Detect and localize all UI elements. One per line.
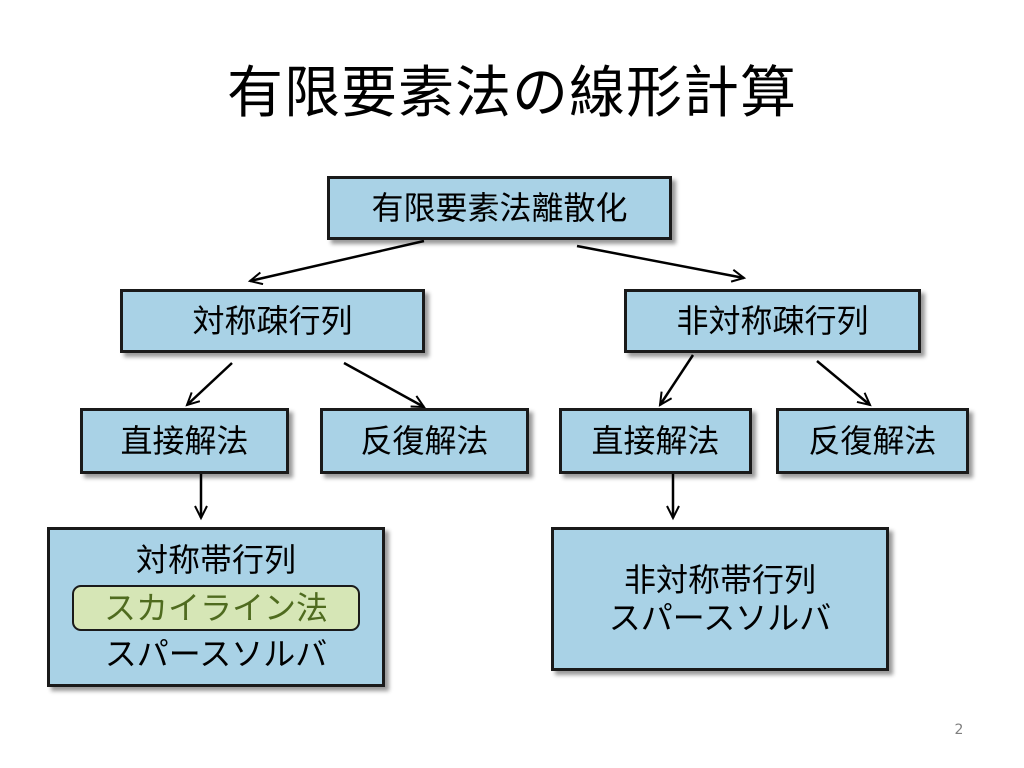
symmetric-band-matrix-label: 対称帯行列 xyxy=(135,540,296,579)
skyline-method-label: スカイライン法 xyxy=(72,585,360,631)
node-nonsymmetric-direct-method-label: 直接解法 xyxy=(591,421,720,460)
arrow-root-to-nonsymmetric xyxy=(576,244,747,283)
arrow-root-to-symmetric xyxy=(247,239,425,286)
node-symmetric-iterative-method: 反復解法 xyxy=(320,408,529,474)
arrow-nonsymmetric-to-iterative xyxy=(816,360,872,407)
node-nonsymmetric-sparse-matrix-label: 非対称疎行列 xyxy=(676,301,869,340)
arrow-symmetric-to-iterative xyxy=(343,361,426,409)
node-nonsymmetric-band-matrix: 非対称帯行列 スパースソルバ xyxy=(551,527,889,671)
nonsymmetric-band-matrix-label: 非対称帯行列 xyxy=(623,560,816,599)
node-nonsymmetric-direct-method: 直接解法 xyxy=(559,408,752,474)
node-fem-discretization-label: 有限要素法離散化 xyxy=(371,188,628,227)
symmetric-sparse-solver-label: スパースソルバ xyxy=(104,635,328,673)
node-nonsymmetric-iterative-method: 反復解法 xyxy=(776,408,969,474)
node-symmetric-band-matrix: 対称帯行列 スカイライン法 スパースソルバ xyxy=(47,527,385,687)
node-nonsymmetric-sparse-matrix: 非対称疎行列 xyxy=(624,289,921,353)
node-symmetric-direct-method-label: 直接解法 xyxy=(120,421,249,460)
arrow-nonsymmetric-to-direct xyxy=(658,354,695,407)
slide-title: 有限要素法の線形計算 xyxy=(227,61,797,126)
node-fem-discretization: 有限要素法離散化 xyxy=(327,176,672,240)
nonsymmetric-sparse-solver-label: スパースソルバ xyxy=(608,599,832,637)
node-symmetric-direct-method: 直接解法 xyxy=(80,408,289,474)
node-symmetric-iterative-method-label: 反復解法 xyxy=(360,421,489,460)
node-symmetric-sparse-matrix: 対称疎行列 xyxy=(120,289,425,353)
node-symmetric-sparse-matrix-label: 対称疎行列 xyxy=(192,301,353,340)
page-number: 2 xyxy=(954,722,964,738)
arrow-symmetric-to-direct xyxy=(185,362,233,407)
node-nonsymmetric-iterative-method-label: 反復解法 xyxy=(808,421,937,460)
